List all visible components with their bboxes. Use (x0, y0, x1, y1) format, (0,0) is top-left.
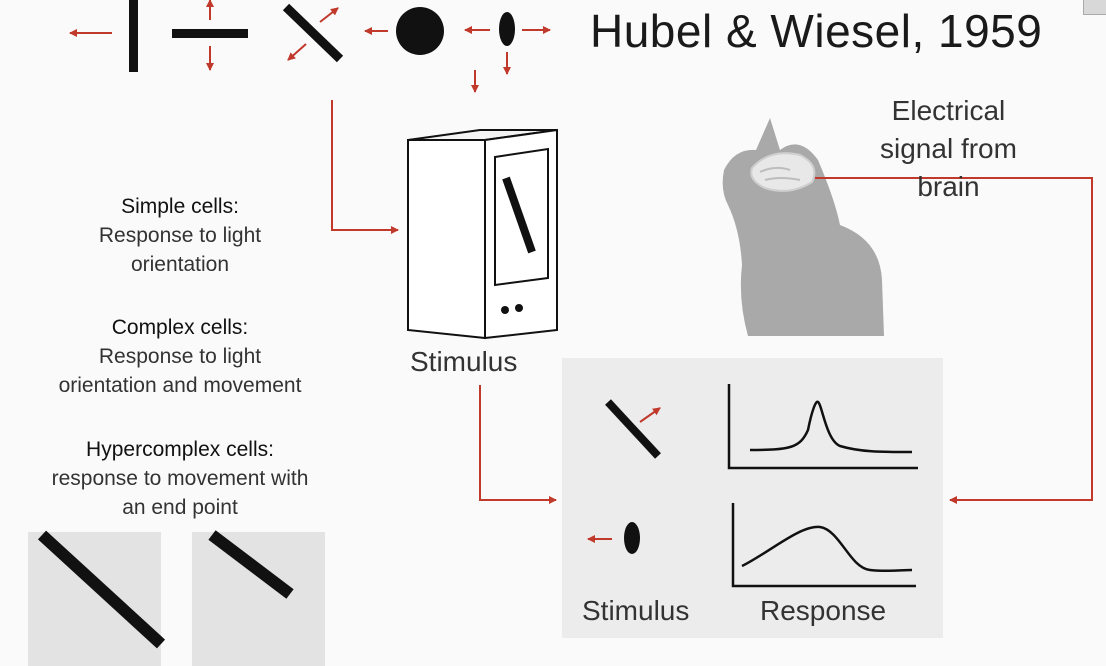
complex-cells-heading: Complex cells: (111, 316, 249, 339)
example-line-1 (37, 530, 166, 649)
diagonal-bar-stimulus (282, 3, 344, 63)
corner-widget (1083, 0, 1106, 15)
complex-cells-description: Complex cells: Response to light orienta… (10, 313, 350, 400)
panel-oval-stimulus (624, 522, 640, 554)
signal-label-line-2: signal from (880, 133, 1017, 164)
response-axes-2 (731, 503, 916, 588)
signal-label: Electrical signal from brain (880, 92, 1017, 206)
complex-cells-line-2: orientation and movement (58, 374, 302, 397)
panel-arrow-ne (639, 407, 661, 423)
horizontal-bar-stimulus (172, 29, 248, 38)
stimulus-row (69, 0, 551, 93)
response-axes-1 (727, 384, 918, 470)
response-panel (562, 358, 943, 638)
simple-cells-heading: Simple cells: (121, 195, 239, 218)
arrow-sw-3 (287, 43, 307, 61)
spot-stimulus (396, 7, 444, 55)
simple-cells-description: Simple cells: Response to light orientat… (10, 192, 350, 279)
oval-stimulus (499, 12, 515, 46)
example-square-2 (192, 532, 325, 666)
hypercomplex-cells-heading: Hypercomplex cells: (86, 438, 274, 461)
simple-cells-line-1: Response to light (98, 224, 262, 247)
panel-response-label: Response (760, 595, 887, 626)
stimulus-device (407, 128, 558, 340)
vertical-bar-stimulus (129, 0, 138, 72)
cat-silhouette (722, 118, 884, 336)
simple-cells-line-2: orientation (130, 253, 230, 276)
hypercomplex-cells-description: Hypercomplex cells: response to movement… (10, 435, 350, 522)
connector-stimulus-to-panel (479, 385, 557, 504)
connector-brain-to-panel (815, 177, 1093, 504)
example-line-2 (208, 530, 294, 599)
panel-diagonal-stimulus (605, 399, 661, 459)
signal-label-line-1: Electrical (891, 95, 1006, 126)
complex-cells-line-1: Response to light (98, 345, 262, 368)
stimulus-device-label: Stimulus (410, 346, 518, 377)
response-curve-1 (749, 400, 913, 454)
arrow-ne-3 (319, 7, 339, 23)
panel-stimulus-label: Stimulus (582, 595, 690, 626)
hypercomplex-cells-line-2: an end point (122, 496, 238, 519)
slide-title: Hubel & Wiesel, 1959 (590, 5, 1043, 57)
hypercomplex-cells-line-1: response to movement with (51, 467, 309, 490)
connector-icons-to-stimulus (331, 100, 399, 234)
signal-label-line-3: brain (917, 171, 980, 202)
response-curve-2 (741, 525, 913, 573)
example-square-1 (28, 532, 161, 666)
